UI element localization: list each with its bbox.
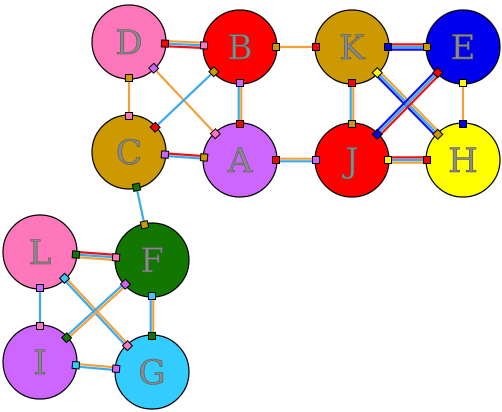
node-label: I (33, 343, 46, 383)
port-F-to-L (111, 253, 121, 262)
edge-line (75, 250, 118, 257)
port-D-to-C (125, 74, 133, 82)
port-F-to-C (139, 220, 150, 230)
port-A-to-D (209, 128, 221, 140)
port-K-to-H (371, 67, 383, 79)
node-label: A (227, 141, 253, 181)
port-D-to-A (148, 62, 160, 74)
node-label: J (342, 141, 359, 181)
port-E-to-H (459, 79, 467, 87)
node-label: K (339, 28, 365, 68)
port-A-to-J (272, 156, 280, 164)
port-J-to-A (312, 156, 320, 164)
port-I-to-F (60, 332, 73, 344)
port-G-to-L (121, 340, 134, 352)
edge-A-J (275, 157, 317, 163)
port-J-to-E (371, 128, 383, 140)
node-L: L (2, 214, 78, 290)
edge-line (163, 152, 206, 158)
port-H-to-E (459, 120, 467, 128)
port-G-to-I (111, 364, 121, 374)
node-H: H (425, 122, 501, 198)
node-layer: D B K E C A J H L F I G (2, 4, 501, 410)
port-D-to-B (160, 39, 170, 48)
port-L-to-G (58, 272, 71, 284)
node-label: G (138, 353, 165, 393)
port-A-to-C (199, 153, 209, 162)
edge-line (163, 154, 206, 160)
port-B-to-A (236, 79, 244, 87)
node-C: C (91, 114, 167, 190)
edge-line (74, 365, 118, 372)
port-G-to-F (148, 332, 156, 340)
edge-line (153, 70, 216, 129)
port-E-to-J (432, 67, 444, 79)
edge-C-A (163, 152, 206, 160)
port-B-to-C (208, 66, 220, 78)
edge-J-H (387, 156, 428, 164)
node-label: L (29, 233, 52, 273)
node-K: K (314, 9, 390, 85)
edge-F-G (149, 295, 155, 337)
edge-line (64, 281, 126, 339)
edge-I-G (74, 362, 118, 372)
edge-line (74, 362, 118, 369)
port-B-to-D (199, 41, 209, 50)
node-B: B (202, 9, 278, 85)
port-H-to-J (423, 156, 431, 164)
node-label: E (451, 28, 476, 68)
edge-B-A (237, 82, 243, 125)
port-C-to-D (125, 112, 133, 120)
port-A-to-B (236, 120, 244, 128)
port-C-to-A (160, 150, 170, 159)
node-label: H (448, 141, 478, 181)
port-B-to-K (272, 43, 280, 51)
node-E: E (425, 9, 501, 85)
edge-line (377, 73, 442, 138)
edge-F-I (64, 281, 128, 341)
edge-line (373, 69, 438, 134)
edge-E-J (373, 69, 442, 138)
edge-line (163, 45, 205, 50)
edge-D-B (163, 39, 206, 50)
node-J: J (314, 122, 390, 198)
port-K-to-J (348, 79, 356, 87)
edge-line (135, 186, 146, 226)
node-label: C (116, 133, 142, 173)
edge-L-F (74, 250, 118, 262)
port-layer (36, 39, 467, 374)
node-D: D (91, 4, 167, 80)
edge-K-E (387, 43, 428, 51)
node-label: F (140, 241, 164, 281)
port-C-to-F (131, 182, 142, 192)
edge-line (74, 255, 117, 262)
node-label: B (228, 28, 253, 68)
port-C-to-B (149, 121, 161, 133)
port-K-to-E (384, 43, 392, 51)
edge-line (164, 39, 206, 44)
port-I-to-L (36, 322, 44, 330)
port-K-to-B (312, 43, 320, 51)
port-J-to-H (384, 156, 392, 164)
edge-B-C (153, 70, 216, 129)
edge-C-F (135, 186, 146, 226)
port-E-to-K (423, 43, 431, 51)
node-F: F (114, 222, 190, 298)
port-H-to-K (432, 128, 444, 140)
edge-line (163, 42, 206, 47)
node-label: D (115, 23, 142, 63)
edge-line (66, 283, 128, 341)
edge-line (375, 71, 440, 136)
edge-K-J (349, 82, 355, 125)
port-F-to-I (119, 278, 132, 290)
port-L-to-I (36, 284, 44, 292)
port-J-to-K (348, 120, 356, 128)
port-L-to-F (71, 250, 81, 259)
edge-line (74, 253, 118, 259)
port-I-to-G (71, 360, 81, 370)
port-F-to-G (148, 292, 156, 300)
edge-layer (38, 39, 465, 372)
